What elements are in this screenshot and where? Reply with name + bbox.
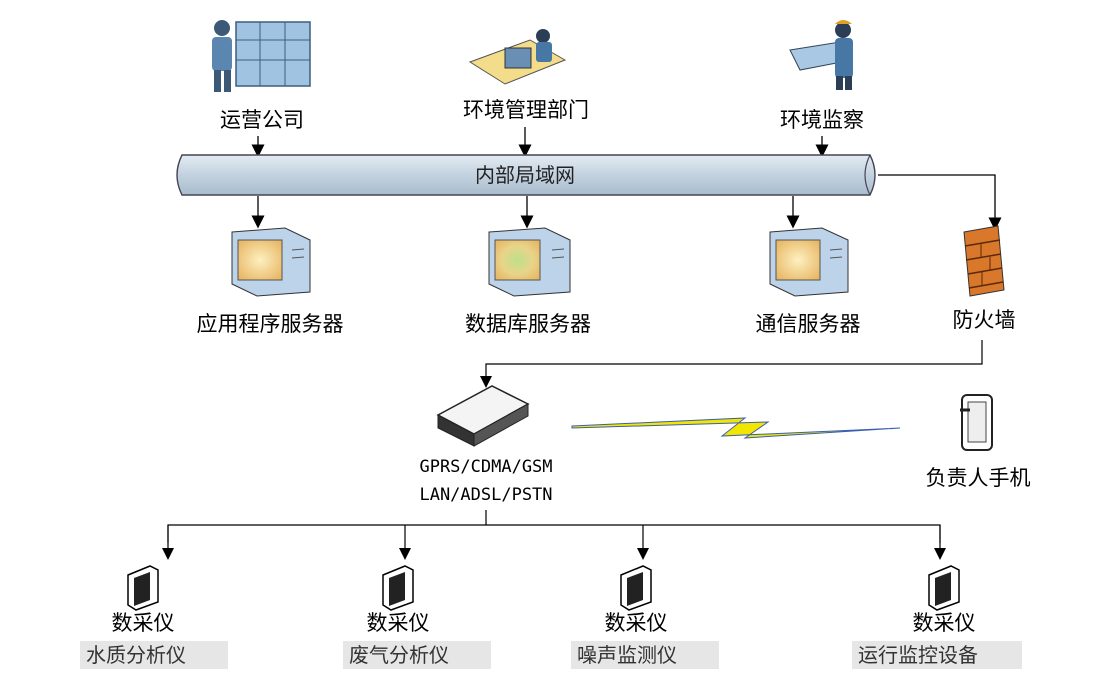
data-logger-icon — [620, 565, 652, 611]
firewall-label: 防火墙 — [952, 308, 1016, 332]
wireless-link — [571, 417, 901, 439]
admin-desk-icon — [468, 29, 567, 85]
collector-label: 数采仪 — [604, 611, 668, 635]
server-label-app: 应用程序服务器 — [196, 312, 344, 336]
lan-pipe — [176, 154, 876, 196]
data-logger-icon — [382, 565, 414, 611]
server-icon — [769, 227, 849, 297]
collector-label: 数采仪 — [366, 611, 430, 635]
firewall-icon — [963, 225, 1005, 297]
data-logger-icon — [928, 565, 960, 611]
device-label-gas: 废气分析仪 — [343, 641, 491, 669]
client-label-inspection: 环境监察 — [780, 108, 864, 132]
phone-label: 负责人手机 — [925, 466, 1031, 490]
server-icon — [488, 227, 571, 297]
gateway-label-wired: LAN/ADSL/PSTN — [419, 485, 553, 505]
server-label-comm: 通信服务器 — [755, 312, 861, 336]
data-logger-icon — [127, 565, 159, 611]
modem-icon — [436, 385, 530, 447]
server-label-db: 数据库服务器 — [465, 312, 591, 336]
inspector-icon — [789, 20, 853, 90]
client-label-operator: 运营公司 — [220, 108, 304, 132]
collector-label: 数采仪 — [912, 611, 976, 635]
operator-worker-icon — [212, 20, 311, 92]
network-label: 内部局域网 — [475, 163, 575, 187]
client-label-admin: 环境管理部门 — [463, 98, 589, 122]
mobile-phone-icon — [960, 394, 993, 451]
device-label-water: 水质分析仪 — [80, 641, 228, 669]
device-label-monitor: 运行监控设备 — [852, 641, 1022, 669]
gateway-label-wireless: GPRS/CDMA/GSM — [419, 457, 553, 477]
server-icon — [231, 227, 311, 297]
collector-label: 数采仪 — [111, 611, 175, 635]
device-label-noise: 噪声监测仪 — [571, 641, 719, 669]
